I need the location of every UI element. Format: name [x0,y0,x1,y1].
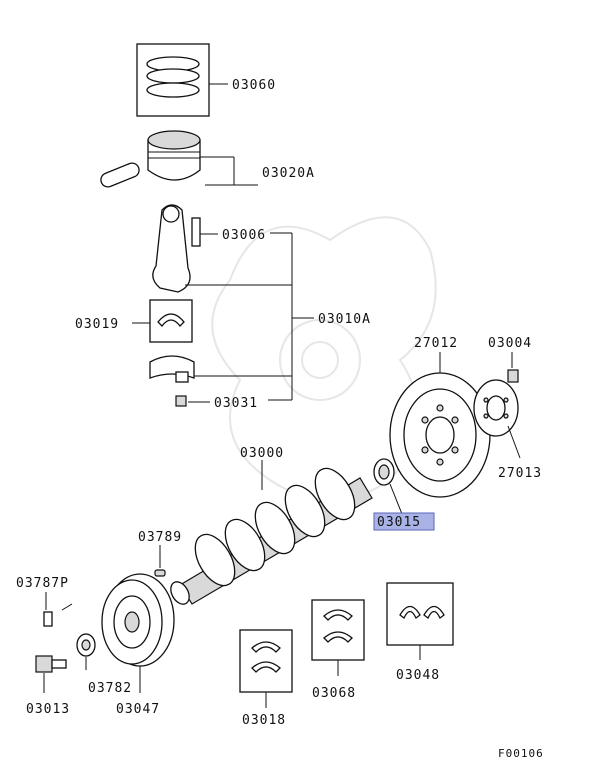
part-label-03018[interactable]: 03018 [242,713,286,728]
part-label-03000[interactable]: 03000 [240,446,284,461]
part-label-03060[interactable]: 03060 [232,78,276,93]
selected-part-highlight [373,512,435,531]
part-label-03047[interactable]: 03047 [116,702,160,717]
part-label-03031[interactable]: 03031 [214,396,258,411]
part-label-03004[interactable]: 03004 [488,336,532,351]
part-label-03068[interactable]: 03068 [312,686,356,701]
part-label-03006[interactable]: 03006 [222,228,266,243]
main-bearing-03018-part[interactable] [239,629,293,693]
part-label-03010A[interactable]: 03010A [318,312,371,327]
thrust-washer-part[interactable] [386,582,454,646]
pilot-bushing-part[interactable] [373,458,395,486]
piston-rings-part[interactable] [136,43,210,117]
main-bearing-03068-part[interactable] [311,599,365,661]
damper-pulley-part[interactable] [101,573,175,667]
pulley-bolt-part[interactable] [35,655,67,673]
rod-nut-part[interactable] [175,395,187,407]
rod-cap-part[interactable] [149,355,195,383]
flywheel-bolt-part[interactable] [507,369,519,383]
part-label-03015[interactable]: 03015 [377,515,421,530]
part-label-03048[interactable]: 03048 [396,668,440,683]
part-label-03020A[interactable]: 03020A [262,166,315,181]
washer-part[interactable] [76,633,96,657]
adapter-plate-part[interactable] [473,379,519,437]
piston-part[interactable] [99,130,201,189]
part-label-27012[interactable]: 27012 [414,336,458,351]
drive-plate-part[interactable] [389,372,491,498]
part-label-03789[interactable]: 03789 [138,530,182,545]
pulley-bolt-small-part[interactable] [43,611,53,627]
part-label-03013[interactable]: 03013 [26,702,70,717]
part-label-03782[interactable]: 03782 [88,681,132,696]
rod-bearing-03019-part[interactable] [149,299,193,343]
crankshaft-part[interactable] [167,462,373,608]
part-label-03019[interactable]: 03019 [75,317,119,332]
crank-key-part[interactable] [154,569,166,577]
figure-id: F00106 [498,747,544,760]
part-label-27013[interactable]: 27013 [498,466,542,481]
part-label-03787P[interactable]: 03787P [16,576,69,591]
connecting-rod-part[interactable] [152,204,201,293]
